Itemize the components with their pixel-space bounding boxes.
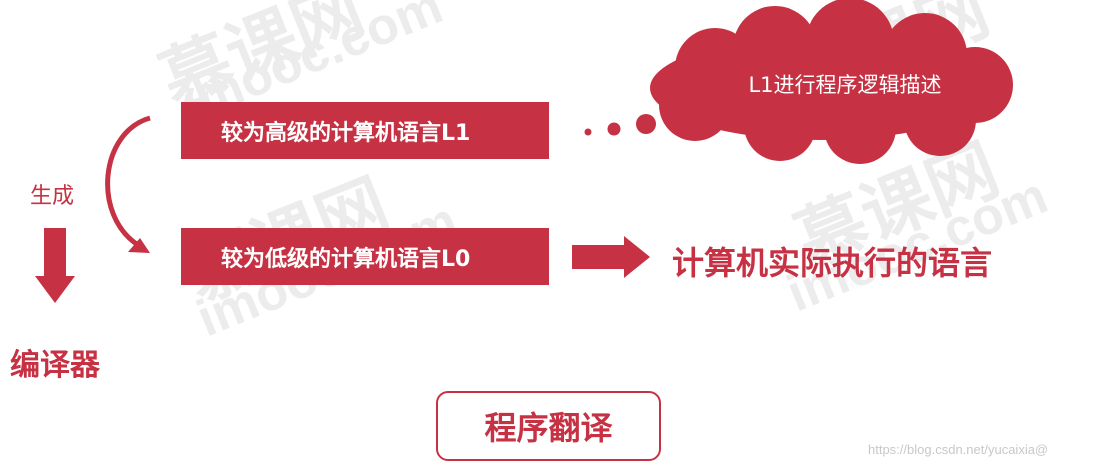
- down-arrow-shaft: [44, 228, 66, 276]
- curved-arrow: [105, 115, 151, 248]
- program-translation-label: 程序翻译: [484, 409, 613, 447]
- thought-dot-large: [636, 114, 656, 134]
- down-arrow-head: [35, 276, 75, 303]
- low-level-language-label: 较为低级的计算机语言L0: [221, 246, 471, 272]
- high-level-language-bar: 较为高级的计算机语言L1: [181, 102, 549, 159]
- right-arrow-head: [624, 236, 650, 278]
- cloud-text: L1进行程序逻辑描述: [748, 73, 942, 97]
- low-level-language-bar: 较为低级的计算机语言L0: [181, 228, 549, 285]
- thought-cloud: [650, 0, 1013, 164]
- right-arrow-shaft: [572, 245, 624, 269]
- program-translation-box: 程序翻译: [436, 391, 661, 461]
- compiler-label: 编译器: [10, 348, 100, 383]
- actual-execution-label: 计算机实际执行的语言: [672, 244, 993, 282]
- thought-dot-medium: [607, 122, 621, 136]
- thought-dot-small: [584, 128, 592, 136]
- high-level-language-label: 较为高级的计算机语言L1: [221, 120, 471, 146]
- curved-arrow-head: [128, 238, 150, 253]
- generate-label: 生成: [30, 184, 75, 209]
- source-credit: https://blog.csdn.net/yucaixia@: [868, 442, 1049, 457]
